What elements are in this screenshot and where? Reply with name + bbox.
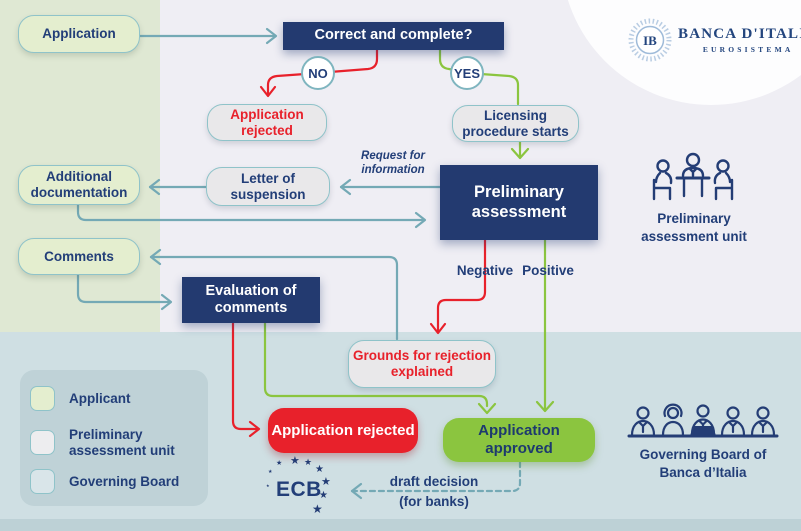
governing-board-label: Governing Board of Banca d’Italia — [639, 447, 767, 480]
node-application-rejected: Application rejected — [268, 408, 418, 453]
legend-label: Governing Board — [69, 473, 180, 489]
preliminary-unit-label: Preliminary assessment unit — [641, 211, 747, 244]
governing-board-people-icon — [627, 403, 779, 438]
label-positive: Positive — [522, 263, 574, 278]
node-preliminary-assessment: Preliminary assessment — [440, 165, 598, 240]
legend-label: Preliminary assessment unit — [69, 427, 175, 458]
legend-item-governing-board: Governing Board — [30, 469, 179, 494]
brand-subtitle: EUROSISTEMA — [702, 45, 794, 54]
ecb-label: ECB — [276, 478, 322, 501]
label-draft-decision: draft decision — [389, 474, 479, 489]
node-comments: Comments — [18, 238, 140, 275]
svg-text:IB: IB — [643, 33, 657, 48]
banca-italia-logo: IB BANCA D'ITALIA EUROSISTEMA — [628, 18, 801, 62]
legend-swatch-preliminary-unit — [30, 430, 55, 456]
decision-no: NO — [301, 56, 335, 90]
legend: Applicant Preliminary assessment unit Go… — [20, 370, 208, 506]
label-request-for-information: Request for information — [361, 150, 425, 177]
legend-item-applicant: Applicant — [30, 386, 131, 411]
node-licensing-procedure-starts: Licensing procedure starts — [452, 105, 579, 142]
banca-italia-medallion-icon: IB — [628, 18, 672, 62]
legend-swatch-applicant — [30, 386, 55, 411]
ecb-logo: ECB ★ ★ ★ ★ ★ ★ ★ ★ ★ — [266, 455, 331, 516]
footer-strip — [0, 519, 801, 531]
node-application-approved: Application approved — [443, 418, 595, 462]
node-additional-documentation: Additional documentation — [18, 165, 140, 205]
label-draft-decision-note: (for banks) — [399, 494, 469, 509]
label-negative: Negative — [456, 263, 514, 278]
node-grounds-for-rejection: Grounds for rejection explained — [348, 340, 496, 388]
node-application: Application — [18, 15, 140, 53]
legend-swatch-governing-board — [30, 469, 55, 494]
node-correct-complete: Correct and complete? — [283, 22, 504, 50]
decision-yes: YES — [450, 56, 484, 90]
node-application-rejected-top: Application rejected — [207, 104, 327, 141]
node-letter-of-suspension: Letter of suspension — [206, 167, 330, 206]
legend-label: Applicant — [69, 390, 131, 406]
node-evaluation-of-comments: Evaluation of comments — [182, 277, 320, 323]
legend-item-preliminary-unit: Preliminary assessment unit — [30, 427, 199, 458]
brand-name: BANCA D'ITALIA — [678, 26, 801, 42]
preliminary-unit-people-icon — [652, 152, 734, 201]
